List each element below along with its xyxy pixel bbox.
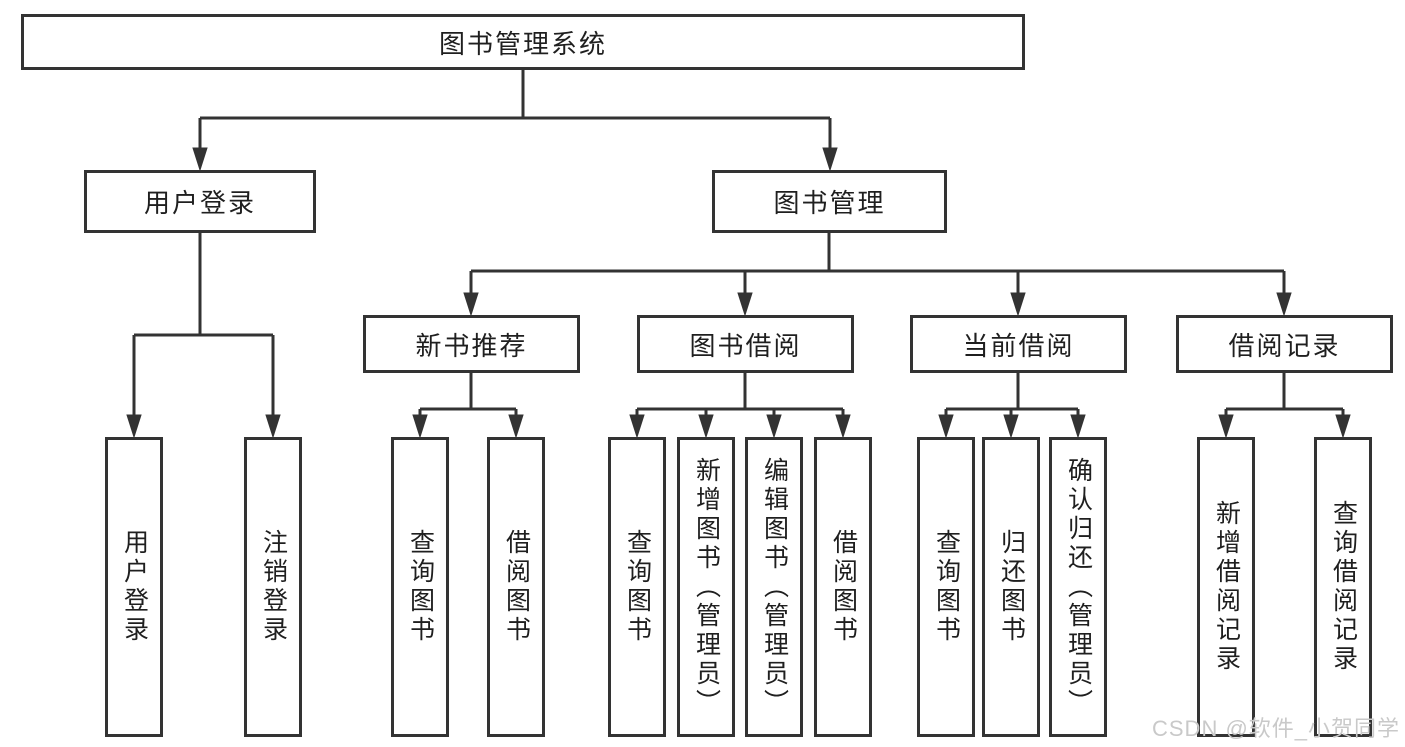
branch-user-login: 用户登录 xyxy=(84,170,316,233)
section-current-borrow: 当前借阅 xyxy=(910,315,1127,373)
branch-book-management-label: 图书管理 xyxy=(773,188,886,218)
branch-user-login-label: 用户登录 xyxy=(143,188,256,218)
section-new-book-recommend-label: 新书推荐 xyxy=(415,330,528,361)
section-current-borrow-label: 当前借阅 xyxy=(962,330,1075,361)
connector-path xyxy=(132,70,1345,417)
leaf-logout-label: 注销登录 xyxy=(259,529,288,645)
node-root-label: 图书管理系统 xyxy=(438,28,607,59)
leaf-query-borrow-record-label: 查询借阅记录 xyxy=(1329,500,1358,674)
leaf-return-books-label: 归还图书 xyxy=(997,529,1026,645)
leaf-borrow-books-recommend-label: 借阅图书 xyxy=(502,529,531,645)
leaf-query-books-recommend-label: 查询图书 xyxy=(406,529,435,645)
section-new-book-recommend: 新书推荐 xyxy=(363,315,580,373)
leaf-logout: 注销登录 xyxy=(244,437,302,737)
leaf-edit-books-admin-label: 编辑图书（管理员） xyxy=(760,456,789,718)
leaf-borrow-books-recommend: 借阅图书 xyxy=(487,437,545,737)
arrowheads xyxy=(126,147,1351,439)
leaf-query-books-current-label: 查询图书 xyxy=(932,529,961,645)
section-book-borrow-label: 图书借阅 xyxy=(689,330,802,361)
leaf-query-borrow-record: 查询借阅记录 xyxy=(1314,437,1372,737)
leaf-confirm-return-admin: 确认归还（管理员） xyxy=(1049,437,1107,737)
node-root: 图书管理系统 xyxy=(21,14,1025,70)
section-borrow-records: 借阅记录 xyxy=(1176,315,1393,373)
leaf-borrow-books: 借阅图书 xyxy=(814,437,872,737)
leaf-confirm-return-admin-label: 确认归还（管理员） xyxy=(1064,456,1093,718)
leaf-add-books-admin: 新增图书（管理员） xyxy=(677,437,735,737)
leaf-query-books-recommend: 查询图书 xyxy=(391,437,449,737)
leaf-add-borrow-record: 新增借阅记录 xyxy=(1197,437,1255,737)
section-book-borrow: 图书借阅 xyxy=(637,315,854,373)
leaf-query-books-borrow: 查询图书 xyxy=(608,437,666,737)
leaf-query-books-borrow-label: 查询图书 xyxy=(623,529,652,645)
leaf-borrow-books-label: 借阅图书 xyxy=(829,529,858,645)
leaf-query-books-current: 查询图书 xyxy=(917,437,975,737)
branch-book-management: 图书管理 xyxy=(712,170,947,233)
leaf-user-login-label: 用户登录 xyxy=(120,529,149,645)
leaf-add-books-admin-label: 新增图书（管理员） xyxy=(692,456,721,718)
leaf-user-login: 用户登录 xyxy=(105,437,163,737)
section-borrow-records-label: 借阅记录 xyxy=(1228,330,1341,361)
leaf-return-books: 归还图书 xyxy=(982,437,1040,737)
watermark: CSDN @软件_小贺同学 xyxy=(1152,716,1401,741)
leaf-add-borrow-record-label: 新增借阅记录 xyxy=(1212,500,1241,674)
leaf-edit-books-admin: 编辑图书（管理员） xyxy=(745,437,803,737)
